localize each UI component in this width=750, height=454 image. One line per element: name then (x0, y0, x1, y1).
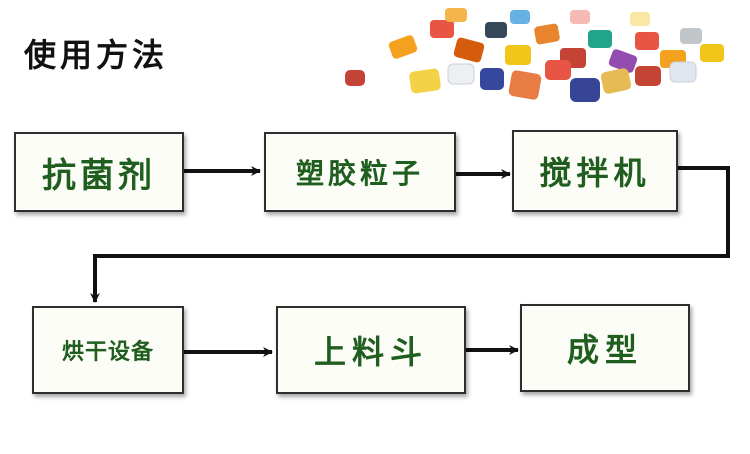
step-label: 成型 (566, 331, 643, 369)
step-box-molding: 成型 (520, 304, 690, 392)
step-box-mixer: 搅拌机 (512, 130, 678, 212)
step-label: 上料斗 (313, 333, 428, 371)
step-box-antibacterial-agent: 抗菌剂 (14, 132, 184, 212)
step-box-drying-equipment: 烘干设备 (32, 306, 184, 394)
step-label: 塑胶粒子 (295, 157, 424, 190)
step-box-plastic-pellets: 塑胶粒子 (264, 132, 456, 212)
plastic-pellets-image (345, 8, 724, 102)
arrow-3-to-4 (90, 166, 730, 303)
page-title: 使用方法 (24, 36, 169, 74)
step-label: 抗菌剂 (42, 155, 156, 196)
step-label: 烘干设备 (61, 339, 154, 365)
step-label: 搅拌机 (539, 154, 651, 192)
step-box-hopper: 上料斗 (276, 306, 466, 394)
